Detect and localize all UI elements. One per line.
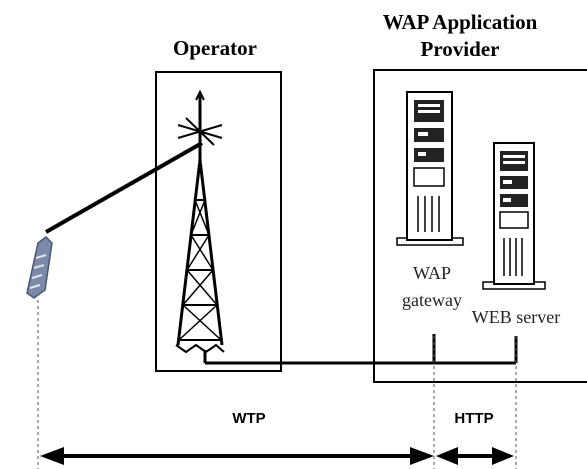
radio-link [45,141,203,234]
wtp-label: WTP [232,410,266,427]
antenna-tower-icon [175,89,225,354]
http-label: HTTP [454,410,494,427]
server-tower-icon [482,142,546,290]
http-arrow [436,447,514,465]
provider-label-line2: Provider [420,37,500,61]
mobile-phone-icon [26,236,53,299]
wap-gateway-label-line2: gateway [402,290,462,310]
server-tower-icon [396,91,464,246]
web-server-label: WEB server [471,307,561,327]
operator-label: Operator [173,36,257,60]
wap-gateway-label-line1: WAP [412,263,451,283]
wtp-arrow [40,447,434,465]
provider-box [373,69,587,383]
provider-label-line1: WAP Application [382,10,538,34]
operator-box [155,71,282,372]
